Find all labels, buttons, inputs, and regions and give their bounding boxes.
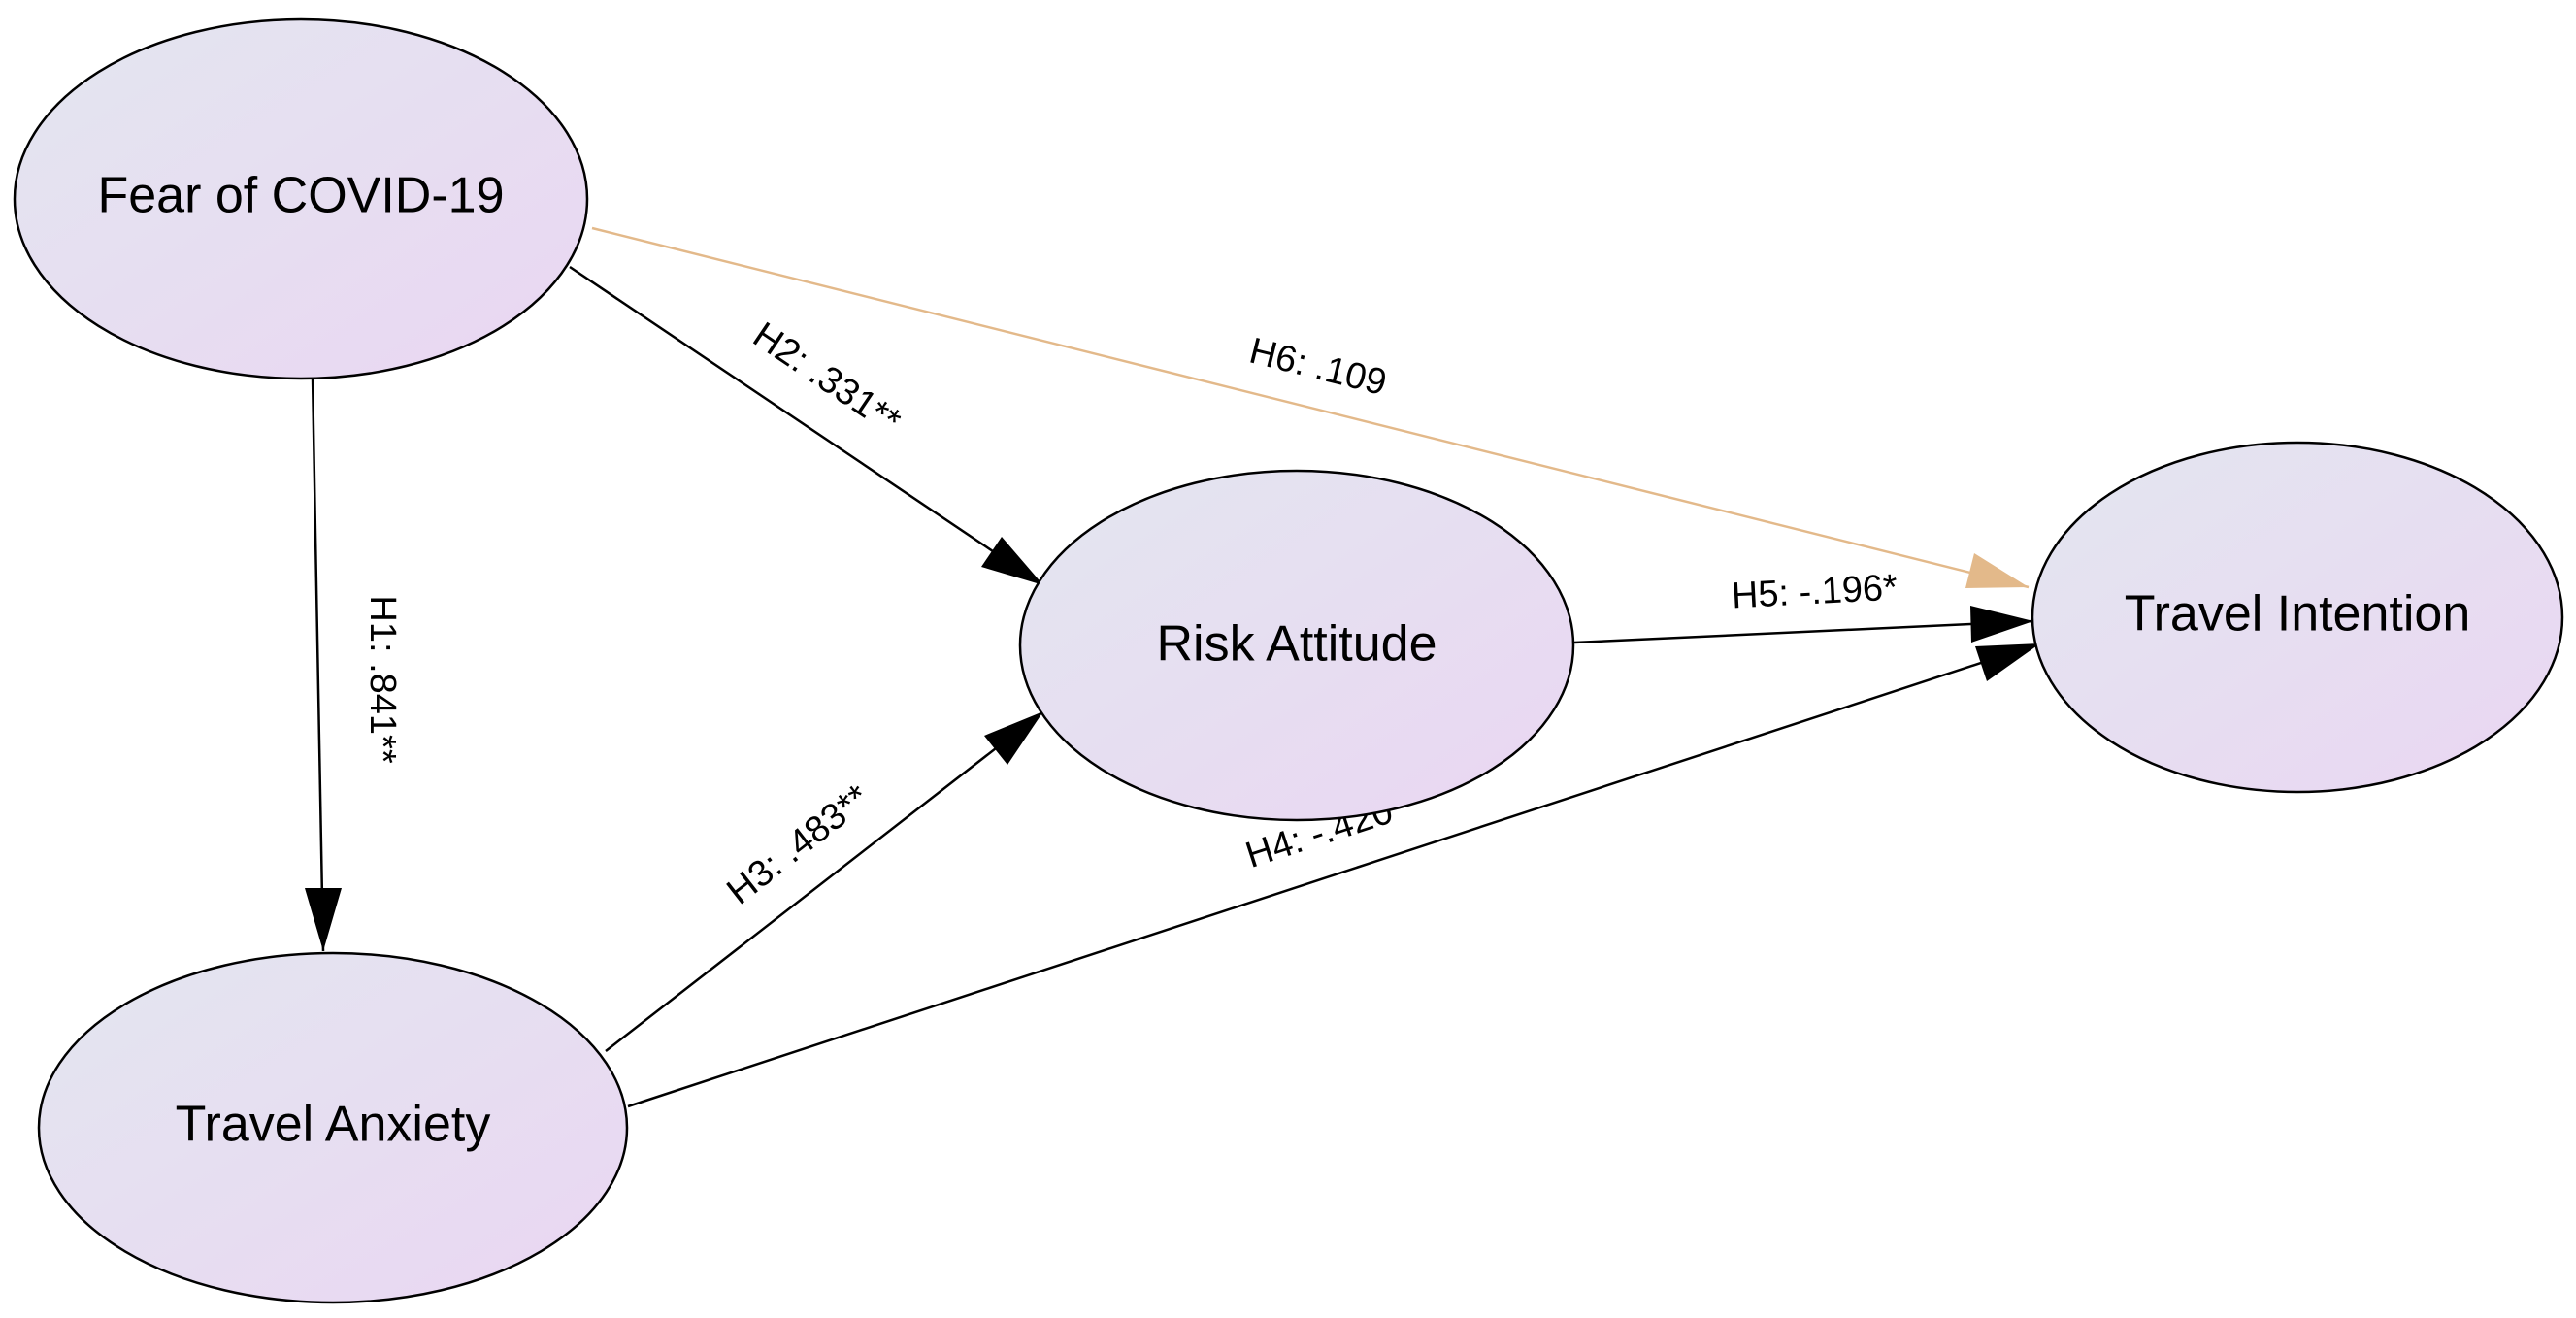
- edge-label-h5: H5: -.196*: [1731, 568, 1899, 617]
- nodes: Fear of COVID-19 Risk Attitude Travel In…: [13, 17, 2564, 1304]
- edge-h1-arrowhead: [305, 888, 342, 951]
- edge-h6-arrowhead: [1965, 553, 2029, 588]
- node-label-anxiety: Travel Anxiety: [176, 1097, 491, 1153]
- edges: [305, 226, 2041, 1108]
- edge-h2-arrowhead: [981, 537, 1043, 585]
- edge-h2-arrow: [569, 265, 1044, 587]
- edge-h4-arrow: [627, 642, 2041, 1108]
- node-label-risk: Risk Attitude: [1156, 616, 1437, 673]
- node-travel-anxiety: Travel Anxiety: [37, 951, 629, 1304]
- node-label-intention: Travel Intention: [2125, 586, 2470, 643]
- edge-label-h6: H6: .109: [1245, 331, 1391, 405]
- node-travel-intention: Travel Intention: [2031, 441, 2564, 794]
- node-risk-attitude: Risk Attitude: [1018, 469, 1575, 822]
- edge-h5-arrow: [1573, 619, 2034, 644]
- node-label-fear: Fear of COVID-19: [97, 168, 504, 224]
- edge-h3-arrowhead: [984, 711, 1043, 765]
- edge-label-h2: H2: .331**: [745, 314, 908, 443]
- edge-h5-arrowhead: [1970, 606, 2033, 643]
- edge-label-h3: H3: .483**: [719, 777, 877, 913]
- edge-h1-arrow: [311, 376, 325, 952]
- edge-label-h1: H1: .841**: [362, 595, 403, 763]
- edge-h6-arrow: [591, 226, 2030, 589]
- node-fear-of-covid: Fear of COVID-19: [13, 17, 589, 380]
- edge-h4-arrowhead: [1975, 643, 2040, 681]
- edge-h3-arrow: [605, 710, 1044, 1052]
